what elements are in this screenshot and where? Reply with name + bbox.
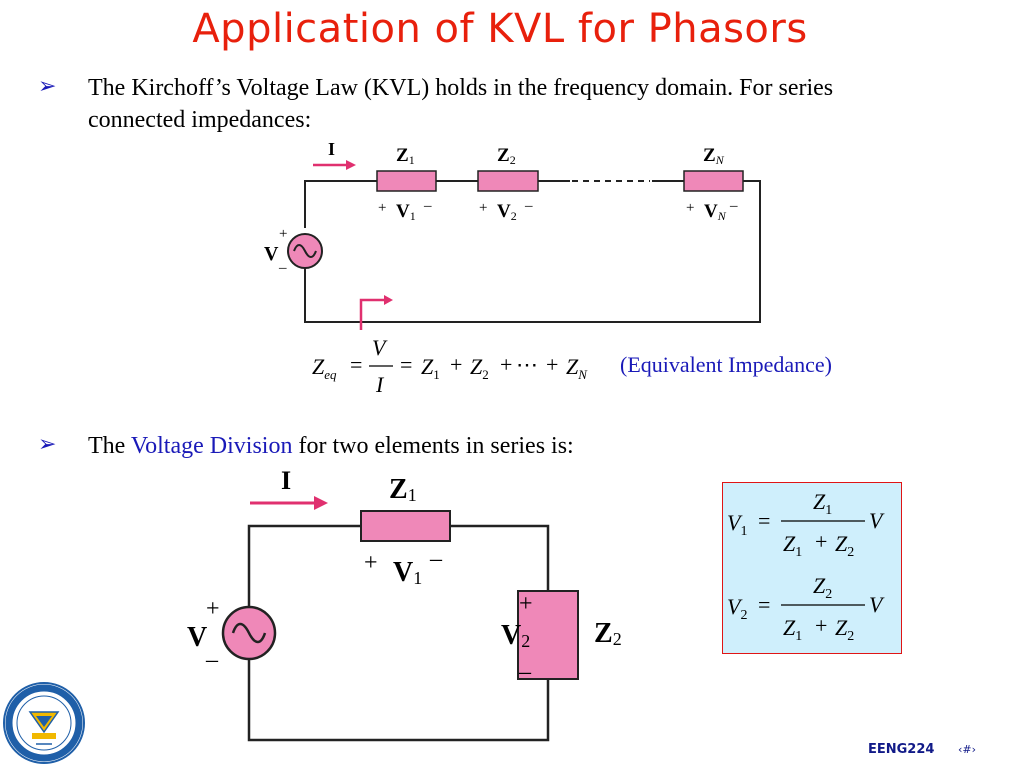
fraction-numerator: V	[372, 335, 388, 360]
term-z2: Z2	[470, 354, 489, 382]
v1-den-b: Z2	[835, 531, 854, 560]
v2-tail: V	[869, 592, 885, 617]
v2-label: V2	[497, 201, 517, 223]
circuit2-wires	[247, 524, 550, 742]
sine-wave-icon	[293, 244, 317, 258]
v1-numerator: Z1	[813, 489, 832, 518]
source2-plus: +	[206, 596, 220, 622]
voltage-division-term: Voltage Division	[130, 433, 293, 459]
source2-minus: –	[205, 647, 219, 673]
loop-arrowhead	[384, 295, 393, 305]
v2-label-2: V2	[501, 620, 530, 651]
v2-minus: –	[524, 198, 533, 214]
plus-2: +	[500, 352, 512, 377]
bullet-arrow-icon: ➢	[38, 432, 57, 457]
source2-voltage-label: V	[187, 622, 207, 653]
v1-den-plus: +	[815, 529, 827, 554]
equivalent-impedance-label: (Equivalent Impedance)	[620, 352, 832, 377]
zeq-lhs: Zeq	[312, 354, 337, 382]
course-code: EENG224	[868, 742, 935, 757]
v2-minus-2: –	[518, 659, 532, 685]
ellipsis: ⋯	[516, 352, 538, 377]
source-voltage-label: V	[264, 243, 279, 265]
impedance-z1	[376, 170, 437, 192]
eq-sign-1: =	[350, 352, 362, 377]
bullet-1-line-1: The Kirchoff’s Voltage Law (KVL) holds i…	[88, 75, 834, 101]
term-z1: Z1	[421, 354, 440, 382]
v2-den-b: Z2	[835, 615, 854, 644]
impedance-z2	[477, 170, 539, 192]
equivalent-impedance-equation: Zeq = V I = Z1 + Z2 + ⋯ + ZN	[312, 335, 588, 397]
z1-label-2: Z1	[389, 474, 417, 505]
vn-label: VN	[704, 201, 727, 223]
v1-plus-2: +	[364, 550, 378, 576]
voltage-division-box: V1 = Z1 Z1 + Z2 V V2 = Z2 Z1 + Z2 V	[722, 482, 902, 654]
bullet-2-post: for two elements in series is:	[292, 433, 574, 459]
current-arrowhead	[346, 160, 356, 170]
bullet-1-line-2: connected impedances:	[88, 107, 312, 133]
source-minus: –	[278, 260, 287, 276]
loop-arrow	[359, 298, 386, 330]
v2-den-a: Z1	[783, 615, 802, 644]
v1-equals: =	[758, 508, 770, 533]
impedance-zn	[683, 170, 744, 192]
sine-wave-icon	[231, 622, 267, 644]
z2-label: Z2	[497, 145, 516, 167]
series-circuit: + V – I Z1 Z2 ZN + V1 – + V2 – + VN –	[264, 139, 761, 330]
term-zn: ZN	[566, 354, 588, 382]
plus-1: +	[450, 352, 462, 377]
v1-minus-2: –	[429, 546, 443, 572]
bullet-arrow-icon: ➢	[38, 74, 57, 99]
v2-lhs: V2	[727, 594, 747, 623]
vn-minus: –	[729, 198, 738, 214]
z1-label: Z1	[396, 145, 415, 167]
circuit1-wires	[304, 180, 761, 323]
university-seal-logo	[3, 682, 85, 764]
impedance-z1-horizontal	[360, 510, 451, 542]
fraction-denominator: I	[375, 372, 385, 397]
v2-plus: +	[479, 200, 487, 216]
bullet-2-text: The Voltage Division for two elements in…	[88, 430, 574, 462]
v1-label: V1	[396, 201, 416, 223]
v1-plus: +	[378, 200, 386, 216]
z2-label-2: Z2	[594, 618, 622, 649]
source-plus: +	[279, 226, 287, 242]
v2-den-plus: +	[815, 613, 827, 638]
vn-plus: +	[686, 200, 694, 216]
current-label-2: I	[281, 466, 291, 495]
eq-sign-2: =	[400, 352, 412, 377]
current-arrowhead-2	[314, 496, 328, 510]
plus-3: +	[546, 352, 558, 377]
v2-plus-2: +	[519, 591, 533, 617]
voltage-divider-circuit: + V – I Z1 + V1 – + V2 – Z2	[187, 466, 622, 742]
slide-title: Application of KVL for Phasors	[192, 6, 808, 52]
bullet-1-text: The Kirchoff’s Voltage Law (KVL) holds i…	[88, 72, 833, 136]
v1-minus: –	[423, 198, 432, 214]
impedance-z2-vertical	[517, 590, 579, 680]
page-number: ‹#›	[958, 743, 977, 756]
v1-label-2: V1	[393, 557, 422, 588]
v2-numerator: Z2	[813, 573, 832, 602]
zn-label: ZN	[703, 145, 725, 167]
v1-lhs: V1	[727, 510, 747, 539]
v2-equals: =	[758, 592, 770, 617]
voltage-division-equations: V1 = Z1 Z1 + Z2 V V2 = Z2 Z1 + Z2 V	[727, 489, 885, 644]
v1-den-a: Z1	[783, 531, 802, 560]
bullet-2-pre: The	[88, 433, 131, 459]
current-label: I	[328, 139, 335, 159]
v1-tail: V	[869, 508, 885, 533]
